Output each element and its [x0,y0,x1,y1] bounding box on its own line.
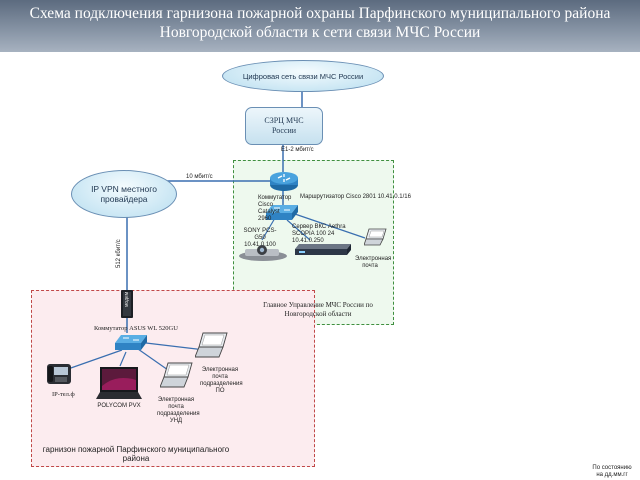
polycom-label: POLYCOM PVX [97,403,141,409]
router-label: Маршрутизатор Cisco 2801 10.41.0.1/16 [300,194,411,200]
ip-vpn-node: IP VPN местного провайдера [71,170,177,218]
title-line-1: Схема подключения гарнизона пожарной охр… [29,5,611,22]
mchs-network-node: Цифровая сеть связи МЧС России [222,60,384,92]
link-switch-laptop-po [145,342,206,351]
page-title: Схема подключения гарнизона пожарной охр… [0,4,640,42]
zone-garrison-label: гарнизон пожарной Парфинского муниципаль… [42,445,230,463]
ip-phone-label: IP-тел.ф [52,391,75,398]
szrc-node: СЗРЦ МЧС России [245,107,323,145]
router-icon [270,172,298,191]
10mbit-speed-label: 10 мбит/с [186,174,213,180]
szrc-label: СЗРЦ МЧС России [264,116,304,135]
link-switch-phone [67,349,123,370]
zone-hq-label: Главное Управление МЧС России по Новгоро… [263,301,373,318]
switch-icon [266,205,298,220]
sony-label: SONY PCS-G50 10.41.0.100 [243,228,277,248]
title-line-2: Новгородской области к сети связи МЧС Ро… [159,24,481,41]
512kbit-speed-label: 512 кбит/с [116,239,122,268]
e1-speed-label: E1-2 мбит/с [281,147,314,153]
modem-icon [121,290,133,318]
laptop-icon [160,362,193,388]
modem-label: модем [124,291,130,307]
title-bar: Схема подключения гарнизона пожарной охр… [0,0,640,52]
link-switch-server [286,219,311,241]
link-switch-laptop [291,212,366,239]
laptop-icon [195,332,228,358]
link-switch-laptop-ugd [137,348,169,371]
laptop-po-label: Электронная почта подразделения ПО [200,367,243,394]
laptop-ugd-label: Электронная почта подразделения УНД [157,397,200,424]
ip-vpn-label: IP VPN местного провайдера [91,184,157,204]
laptop-icon [96,367,142,399]
cisco-switch-label: Коммутатор Cisco Catalyst 2960 [258,195,292,222]
server-label: Сервер ВКС Aethra SCOPIA 100 24 10.41.0.… [292,224,346,244]
ip-phone-icon [47,364,71,384]
link-switch-polycom [119,351,127,367]
mchs-network-label: Цифровая сеть связи МЧС России [242,71,364,81]
server-icon [295,244,351,255]
laptop-icon [364,228,387,246]
laptop-hq-label: Электронная почта [355,256,392,269]
footer-date-note: По состоянию на дд.мм.гг [592,465,632,478]
asus-switch-label: Коммутатор ASUS WL 520GU [94,325,178,332]
videoconf-camera-icon [239,245,287,261]
switch-icon [115,335,147,350]
link-switch-sony [261,217,276,241]
